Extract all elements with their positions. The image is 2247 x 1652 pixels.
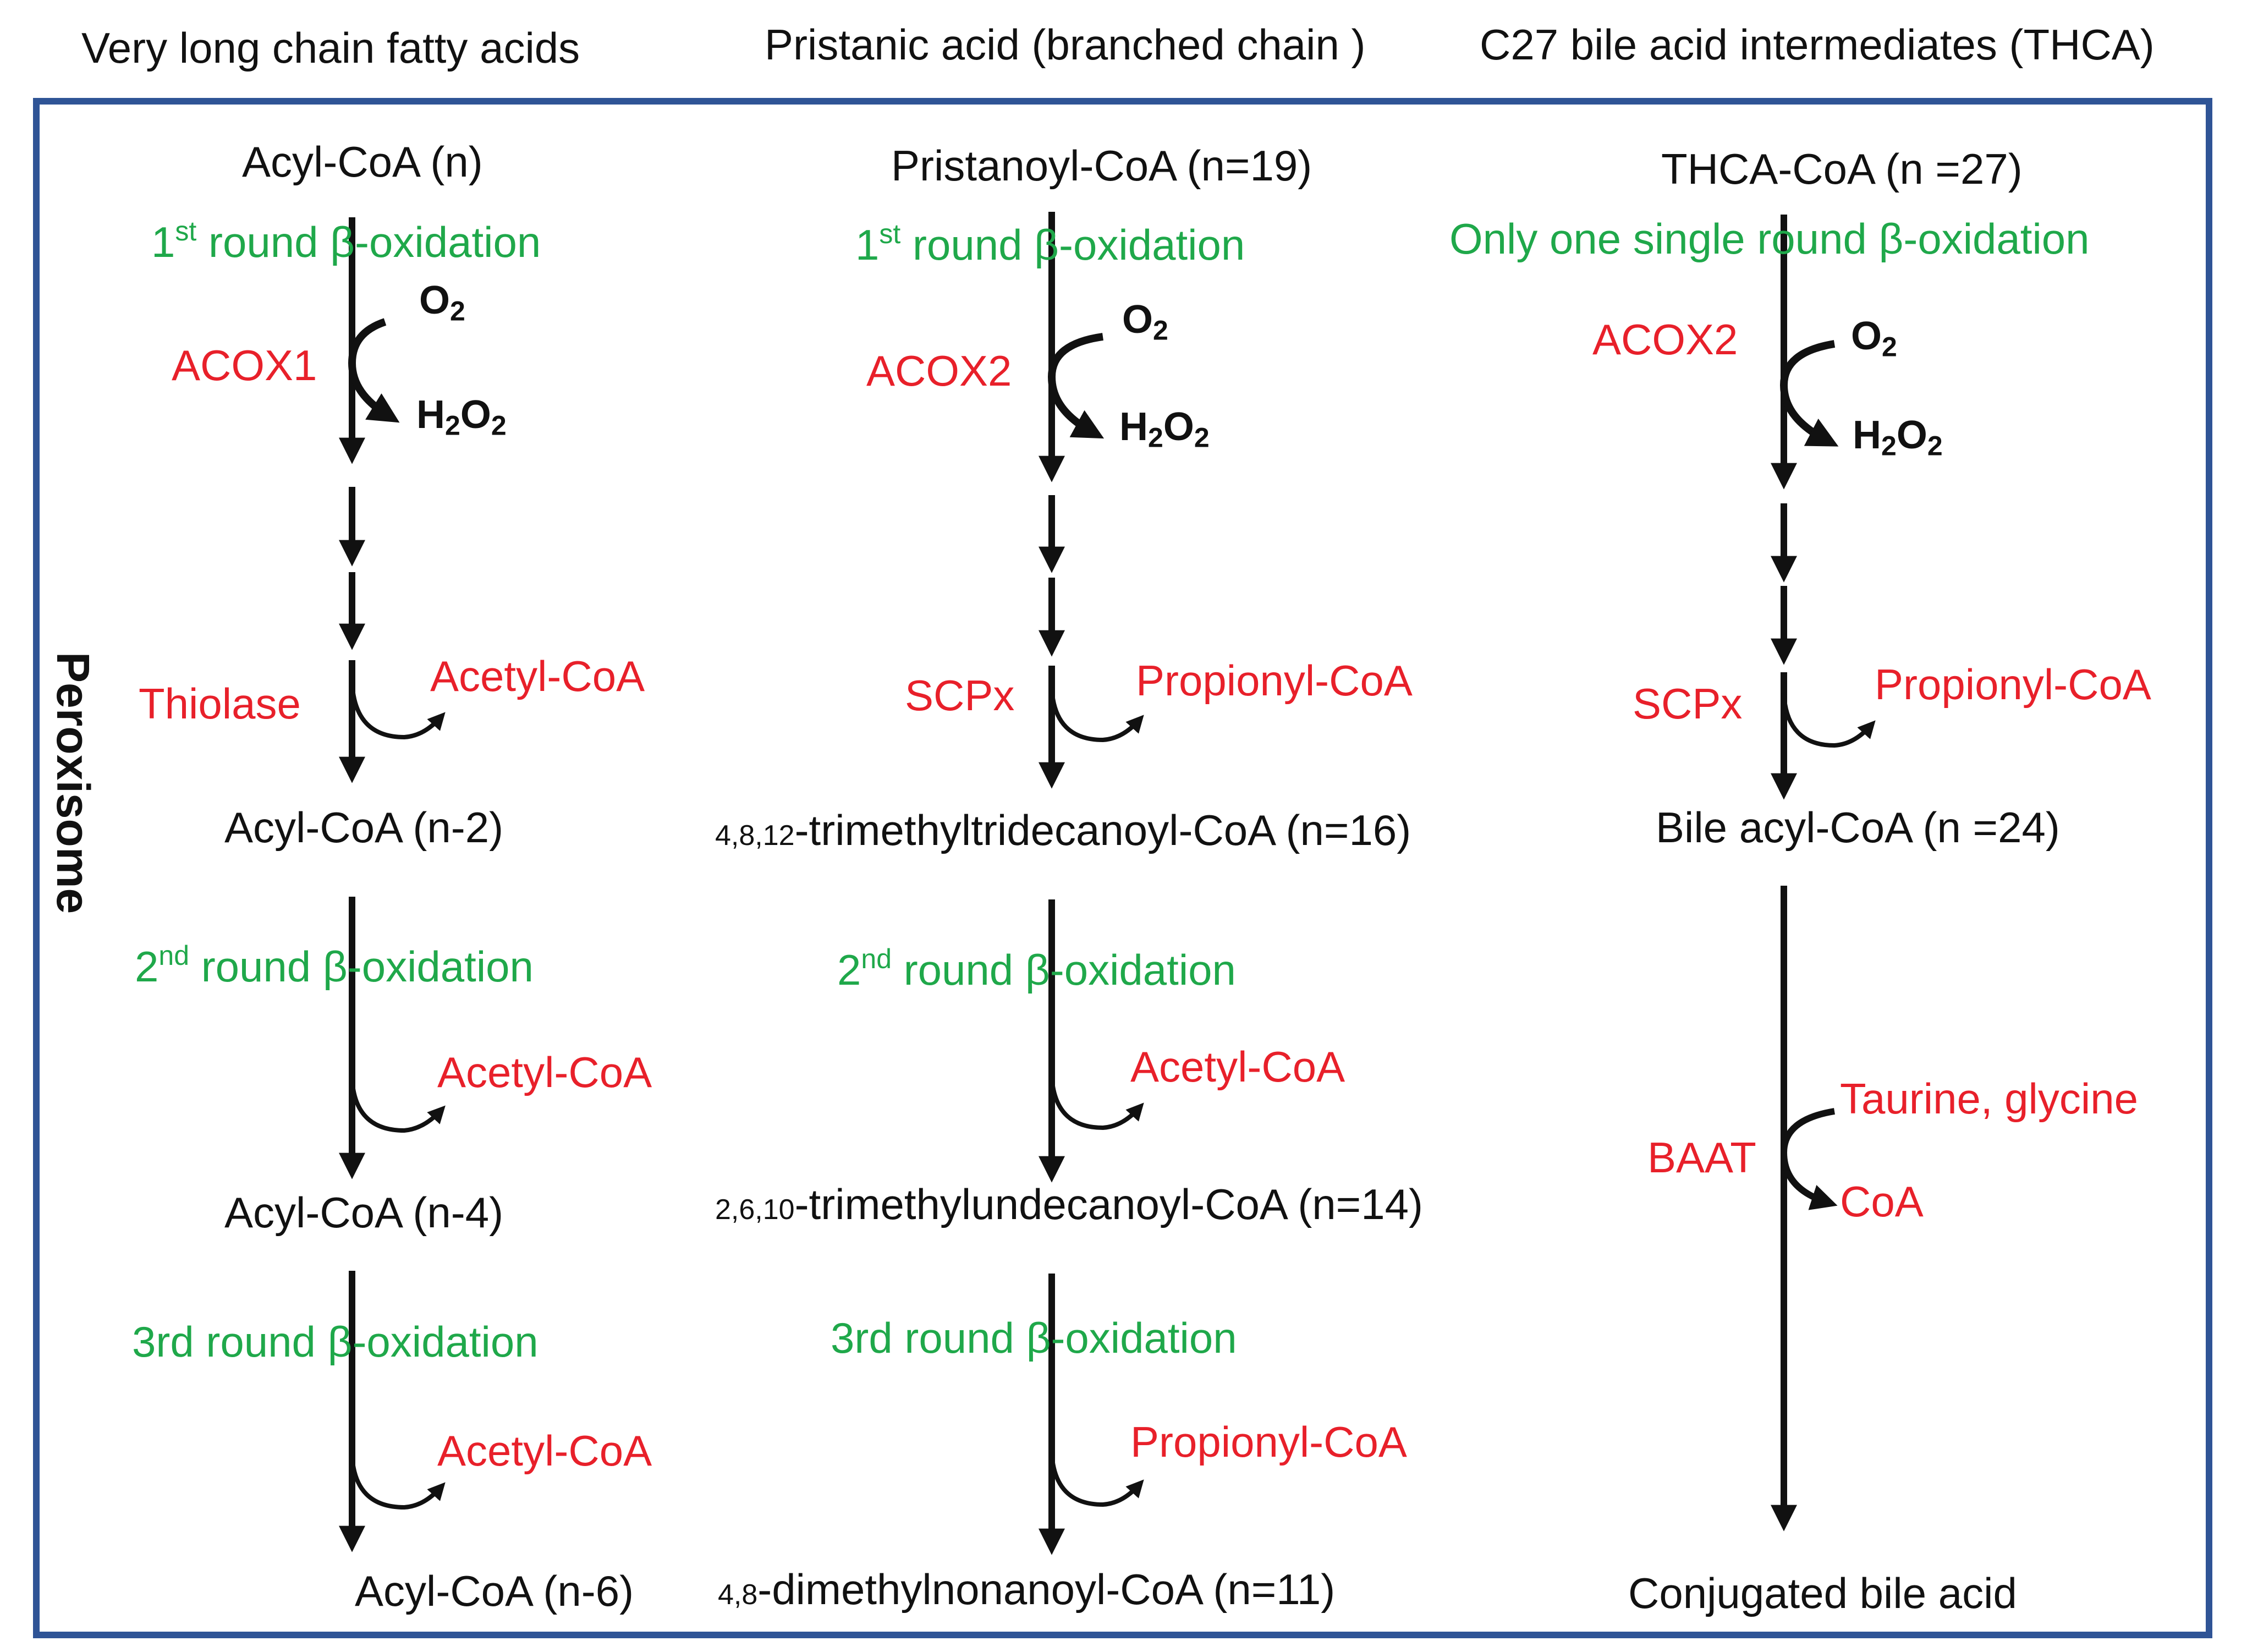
c3-enzyme-baat: BAAT	[1647, 1133, 1756, 1182]
curve-c3-acox2	[1779, 340, 1839, 447]
c1-product2: Acetyl-CoA	[437, 1048, 652, 1096]
c1-start: Acyl-CoA (n)	[242, 138, 483, 186]
curve-c1-acetyl1	[350, 682, 446, 740]
curve-c3-baat	[1780, 1108, 1838, 1210]
compartment-label: Peroxisome	[47, 652, 99, 914]
c3-input-taurine-glycine: Taurine, glycine	[1840, 1074, 2138, 1123]
c2-h2o2: H2O2	[1119, 405, 1210, 453]
main-arrows	[339, 212, 1797, 1555]
c1-h2o2: H2O2	[416, 393, 507, 441]
curve-c2-propionyl3	[1050, 1452, 1144, 1507]
c3-output-coa: CoA	[1840, 1177, 1924, 1226]
c1-mid2: Acyl-CoA (n-4)	[224, 1188, 504, 1237]
c3-o2: O2	[1851, 314, 1897, 363]
header-vlcfa: Very long chain fatty acids	[81, 24, 580, 72]
c3-enzyme-scpx: SCPx	[1633, 679, 1743, 728]
c2-product2: Acetyl-CoA	[1130, 1042, 1345, 1091]
header-pristanic: Pristanic acid (branched chain )	[765, 20, 1366, 69]
c2-round1-label: 1st round β-oxidation	[855, 218, 1245, 269]
c2-o2: O2	[1122, 298, 1168, 346]
c1-end: Acyl-CoA (n-6)	[355, 1567, 634, 1615]
curve-c2-acox2	[1047, 333, 1105, 439]
c2-mid2: 2,6,10-trimethylundecanoyl-CoA (n=14)	[715, 1180, 1423, 1228]
c1-mid1: Acyl-CoA (n-2)	[224, 803, 504, 852]
c2-product3: Propionyl-CoA	[1130, 1418, 1407, 1466]
c2-enzyme-scpx: SCPx	[905, 671, 1015, 720]
curve-c1-acox1	[348, 318, 400, 423]
header-bile: C27 bile acid intermediates (THCA)	[1480, 20, 2155, 69]
c1-product3: Acetyl-CoA	[437, 1426, 652, 1475]
peroxisome-border	[33, 98, 2212, 1638]
c2-round2-label: 2nd round β-oxidation	[837, 943, 1236, 994]
c3-round-label: Only one single round β-oxidation	[1449, 215, 2090, 263]
c3-enzyme-acox2: ACOX2	[1592, 315, 1738, 364]
byproduct-curves	[350, 682, 1876, 1510]
c3-mid1: Bile acyl-CoA (n =24)	[1656, 803, 2060, 852]
c1-enzyme-acox1: ACOX1	[172, 341, 317, 389]
c2-end: 4,8-dimethylnonanoyl-CoA (n=11)	[718, 1565, 1336, 1613]
c3-end: Conjugated bile acid	[1628, 1569, 2017, 1617]
c1-o2: O2	[419, 278, 465, 327]
c1-enzyme-thiolase: Thiolase	[139, 679, 301, 728]
c3-h2o2: H2O2	[1853, 413, 1943, 462]
c1-product1: Acetyl-CoA	[430, 652, 645, 700]
c1-round2-label: 2nd round β-oxidation	[135, 940, 534, 991]
c3-start: THCA-CoA (n =27)	[1661, 145, 2023, 193]
baat-curve	[1780, 1108, 1838, 1210]
curve-c1-acetyl3	[350, 1455, 446, 1510]
curve-c2-acetyl2	[1050, 1075, 1144, 1130]
c2-product1: Propionyl-CoA	[1136, 656, 1413, 705]
curve-c1-acetyl2	[350, 1078, 446, 1133]
oxidase-curves	[348, 318, 1839, 447]
c2-mid1: 4,8,12-trimethyltridecanoyl-CoA (n=16)	[715, 806, 1411, 854]
c1-round3-label: 3rd round β-oxidation	[132, 1318, 539, 1366]
c1-round1-label: 1st round β-oxidation	[151, 216, 541, 266]
c2-start: Pristanoyl-CoA (n=19)	[891, 141, 1312, 190]
c2-enzyme-acox2: ACOX2	[866, 347, 1012, 395]
c3-product1: Propionyl-CoA	[1875, 660, 2151, 709]
c2-round3-label: 3rd round β-oxidation	[831, 1314, 1237, 1362]
curve-c3-propionyl1	[1782, 693, 1876, 748]
curve-c2-propionyl1	[1050, 687, 1144, 743]
